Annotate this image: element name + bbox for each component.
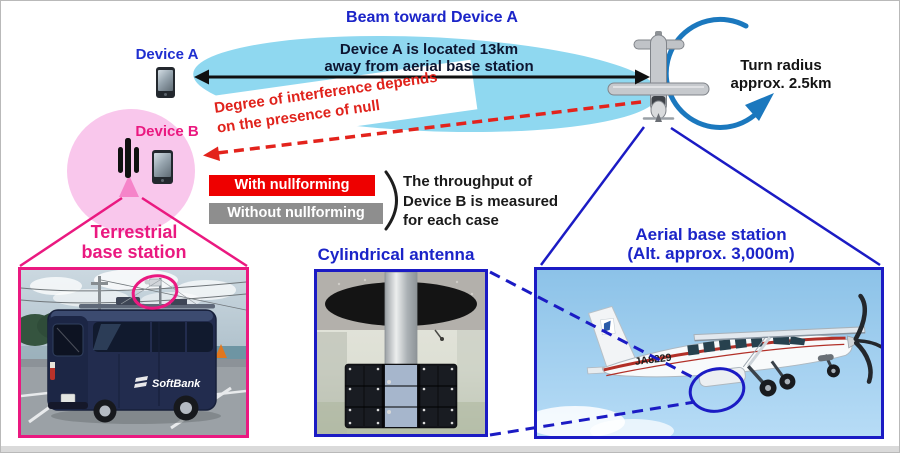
note-line2: Device B is measured xyxy=(403,192,559,210)
device-b-phone-icon xyxy=(152,150,173,184)
cylindrical-antenna-label: Cylindrical antenna xyxy=(317,245,475,264)
bottom-border-strip xyxy=(1,446,899,452)
with-nullforming-badge: With nullforming xyxy=(209,175,375,196)
phone-screen xyxy=(154,153,171,177)
legend-brace xyxy=(384,170,398,231)
device-b-label: Device B xyxy=(135,123,199,140)
softbank-van: SoftBank xyxy=(47,278,217,423)
aerial-label-line2: (Alt. approx. 3,000m) xyxy=(627,243,795,263)
aerial-base-station-photo: JA8229 xyxy=(534,267,884,439)
aerial-base-station-label: Aerial base station (Alt. approx. 3,000m… xyxy=(586,225,836,263)
terrestrial-base-station-photo: SoftBank xyxy=(18,267,249,438)
antenna-panel-array xyxy=(344,363,458,429)
phone-home-button xyxy=(164,93,167,96)
device-a-label: Device A xyxy=(135,46,199,63)
device-a-phone-icon xyxy=(156,67,175,98)
beam-caption-line1: Device A is located 13km xyxy=(339,41,519,58)
aerial-label-line1: Aerial base station xyxy=(635,225,787,244)
softbank-logo-bars xyxy=(135,376,148,382)
without-nullforming-badge: Without nullforming xyxy=(209,203,383,224)
traffic-cone xyxy=(215,344,227,358)
van-photo-scene: SoftBank xyxy=(21,270,246,435)
phone-screen xyxy=(158,70,173,91)
center-panel xyxy=(385,365,417,427)
antenna-photo-scene xyxy=(317,272,485,434)
plane-photo-scene: JA8229 xyxy=(537,270,881,436)
phone-home-button xyxy=(161,179,164,182)
turn-arrow-head xyxy=(745,93,774,121)
beam-title: Beam toward Device A xyxy=(346,9,518,26)
terrestrial-base-station-label: Terrestrial base station xyxy=(44,222,224,262)
beam-caption: Device A is located 13km away from aeria… xyxy=(313,41,545,75)
turn-radius-line1: Turn radius xyxy=(740,57,822,74)
softbank-brand-text: SoftBank xyxy=(152,378,201,390)
cylindrical-antenna-photo xyxy=(314,269,488,437)
turn-radius-line2: approx. 2.5km xyxy=(730,75,832,92)
terrestrial-label-line2: base station xyxy=(81,242,187,262)
note-line3: for each case xyxy=(403,212,499,229)
beam-caption-line2: away from aerial base station xyxy=(324,58,534,75)
turn-radius-label: Turn radius approx. 2.5km xyxy=(719,57,843,93)
cylinder-pole xyxy=(384,272,418,373)
measurement-note: The throughput of Device B is measured f… xyxy=(403,172,558,231)
roof-rack xyxy=(79,304,215,309)
note-line1: The throughput of xyxy=(403,173,533,190)
terrestrial-label-line1: Terrestrial xyxy=(90,222,178,242)
